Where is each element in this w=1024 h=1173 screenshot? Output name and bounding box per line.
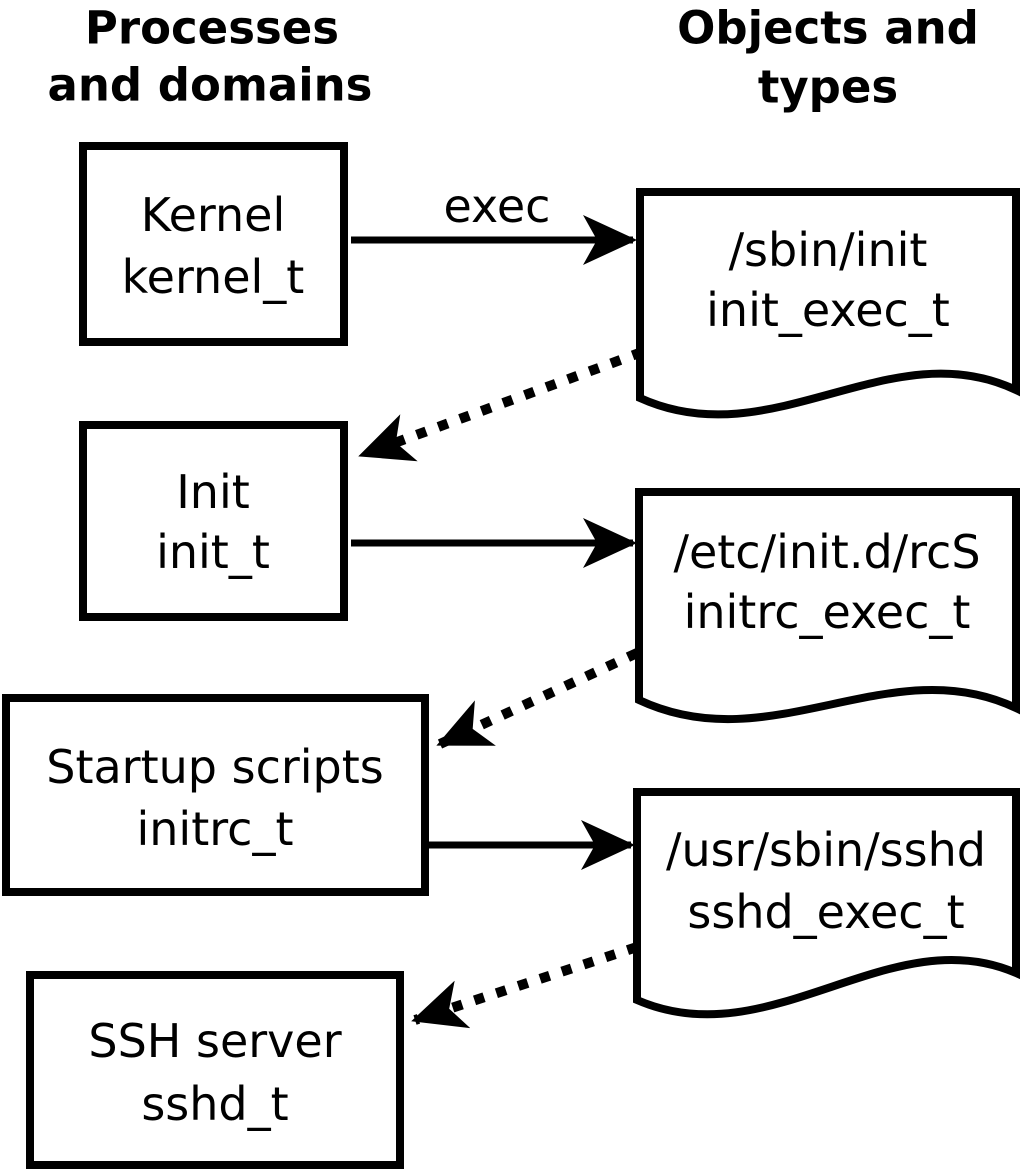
object-doc-init-exec-type: init_exec_t [706,283,950,337]
object-doc-sshd-exec [633,788,1020,1019]
process-box-startup-scripts-domain: initrc_t [137,802,294,856]
process-box-ssh-server-domain: sshd_t [141,1077,288,1131]
process-box-init-label: Init [176,465,250,519]
process-box-startup-scripts [2,694,429,896]
left-column-header-line1: Processes [85,2,339,55]
process-box-startup-scripts-label: Startup scripts [46,740,384,794]
process-box-init [79,421,348,621]
object-doc-init-exec-path: /sbin/init [729,223,928,277]
right-column-header-line2: types [758,61,898,114]
process-box-kernel-domain: kernel_t [122,250,305,304]
process-box-ssh-server [26,971,404,1169]
process-box-ssh-server-label: SSH server [88,1014,341,1068]
process-box-kernel [79,142,348,346]
object-doc-sshd-exec-path: /usr/sbin/sshd [666,823,986,877]
object-doc-initrc-exec-type: initrc_exec_t [684,585,971,639]
transition-arrow-initrc-exec-to-initrc [436,648,640,749]
process-box-kernel-label: Kernel [141,188,286,242]
exec-edge-label: exec [444,179,551,233]
object-doc-initrc-exec [635,488,1020,724]
object-doc-sshd-exec-type: sshd_exec_t [687,885,964,939]
right-column-header-line1: Objects and [677,2,979,55]
transition-arrow-init-exec-to-init [358,347,644,462]
transition-arrow-sshd-exec-to-sshd [411,942,639,1029]
object-doc-init-exec [636,188,1020,419]
left-column-header-line2: and domains [48,59,373,112]
process-box-init-domain: init_t [156,525,270,579]
object-doc-initrc-exec-path: /etc/init.d/rcS [673,525,980,579]
